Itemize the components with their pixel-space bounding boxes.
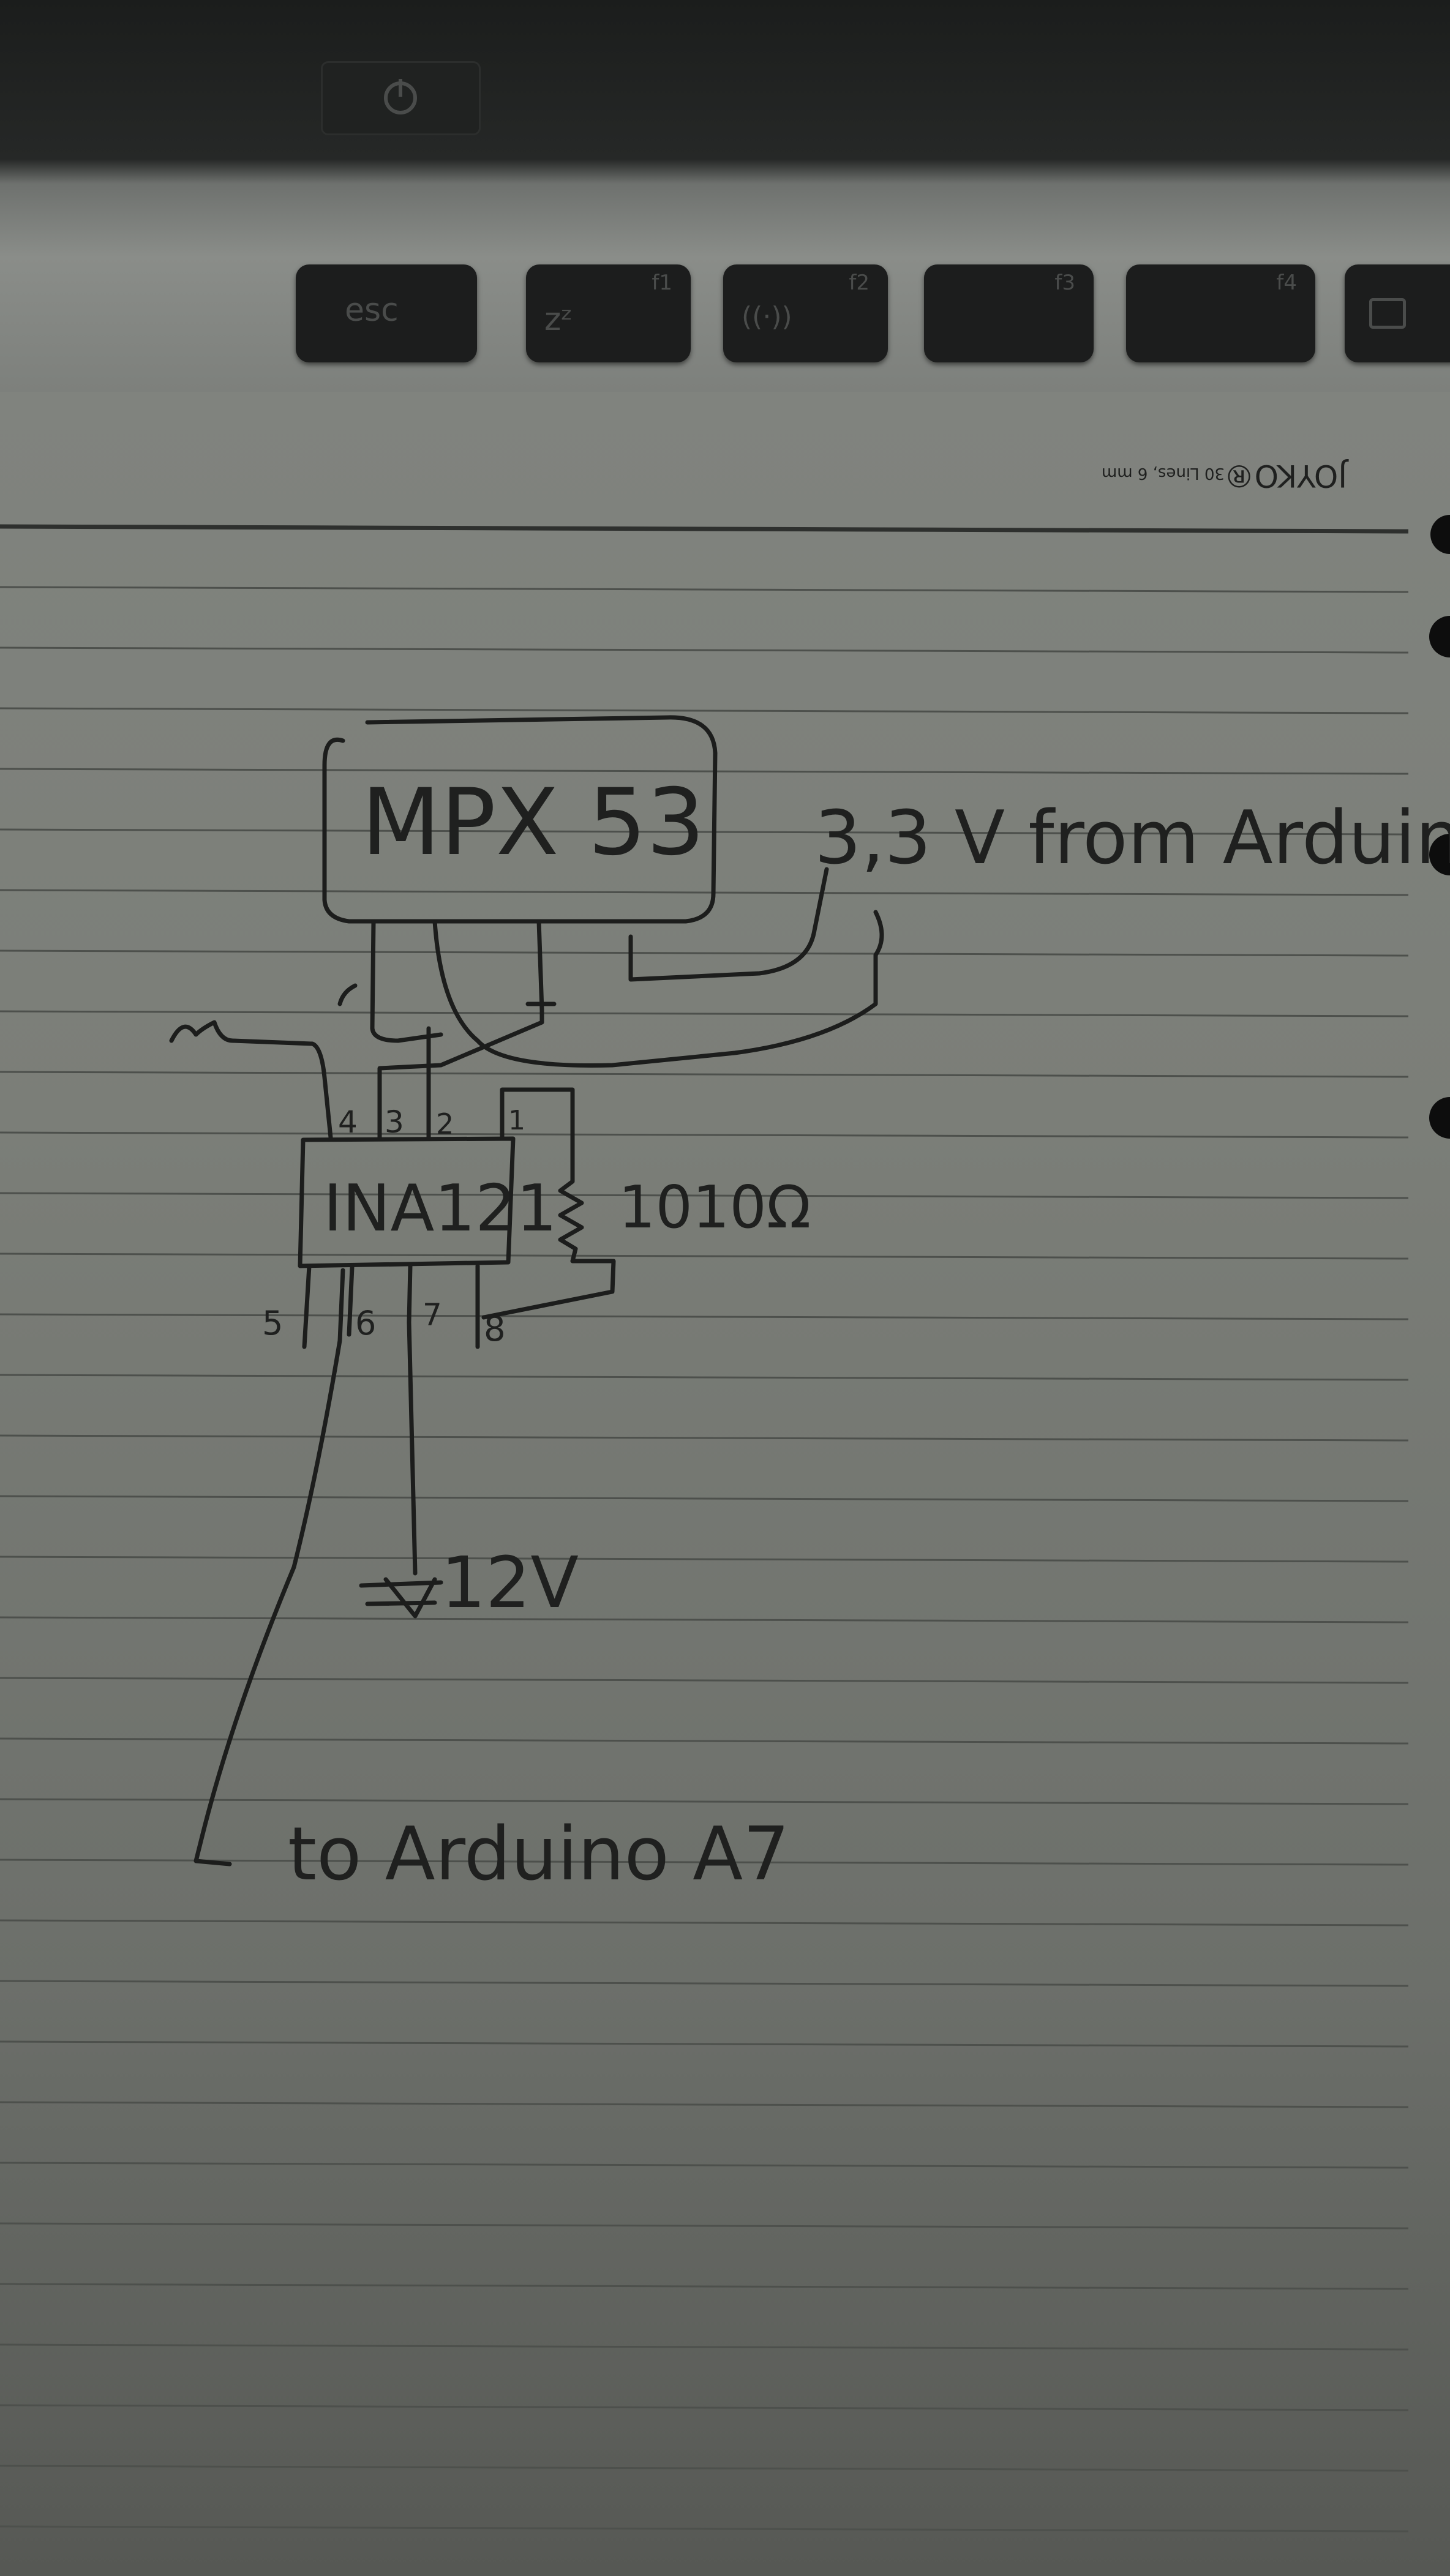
- ruled-line: [0, 2101, 1409, 2108]
- wire: [432, 910, 884, 1068]
- pin-label: 3: [385, 1104, 404, 1140]
- key-label: f4: [1276, 271, 1297, 295]
- output-label: to Arduino A7: [288, 1812, 790, 1897]
- power-button: [321, 61, 481, 135]
- amp-label: INA121: [323, 1171, 557, 1246]
- ruled-line: [0, 1071, 1409, 1078]
- ruled-line: [0, 1313, 1409, 1320]
- ruled-line: [0, 2465, 1409, 2472]
- pin5-lead: [302, 1264, 312, 1349]
- pin-label: 2: [436, 1107, 454, 1140]
- pin-label: 6: [355, 1304, 376, 1342]
- key-label: f3: [1054, 271, 1075, 295]
- pin-label: 4: [338, 1104, 358, 1140]
- ruled-line: [0, 1919, 1409, 1926]
- ruled-line: [0, 2222, 1409, 2230]
- ruled-line: [0, 524, 1409, 534]
- resistor: [558, 1164, 615, 1264]
- top-pin-labels: 4 3 2 1: [338, 1104, 525, 1140]
- pin-label: 7: [423, 1297, 442, 1333]
- supply-symbol: [359, 1577, 443, 1619]
- ruled-line: [0, 2343, 1409, 2351]
- wire-12v: [407, 1264, 418, 1576]
- key-f3: f3: [924, 264, 1094, 362]
- notebook-brand: JOYKO® 30 Lines, 6 mm: [1102, 458, 1349, 493]
- laptop-keyboard: esc f1 zᶻ f2 ((·)) f3 f4: [0, 0, 1450, 404]
- ruled-line: [0, 1010, 1409, 1017]
- ruled-line: [0, 1495, 1409, 1502]
- ruled-line: [0, 2040, 1409, 2048]
- key-esc: esc: [296, 264, 477, 362]
- ruled-line: [0, 828, 1409, 836]
- plus-lead: [525, 919, 557, 1013]
- ruled-line: [0, 586, 1409, 593]
- spec-text: 30 Lines, 6 mm: [1102, 464, 1225, 482]
- pin-label: 1: [508, 1105, 525, 1136]
- ruled-line: [0, 889, 1409, 896]
- key-f1: f1 zᶻ: [526, 264, 691, 362]
- wire-pin8: [475, 1259, 616, 1349]
- bottom-pin-labels: 5 6 7 8: [262, 1297, 506, 1349]
- ruled-line: [0, 1980, 1409, 1987]
- ruled-line: [0, 1556, 1409, 1563]
- wire-3v3: [628, 867, 829, 982]
- power-icon: [384, 79, 417, 114]
- wire-pin1: [500, 1087, 575, 1169]
- ruled-line: [0, 1859, 1409, 1866]
- supply2-label: 12V: [441, 1542, 579, 1624]
- ruled-line: [0, 1677, 1409, 1684]
- ruled-line: [0, 1252, 1409, 1260]
- sensor-label: MPX 53: [361, 769, 705, 876]
- ruled-line: [0, 2162, 1409, 2169]
- wire: [370, 919, 443, 1043]
- minus-mark: [337, 983, 358, 1006]
- ruled-line: [0, 1131, 1409, 1139]
- ruled-line: [0, 1798, 1409, 1805]
- key-label: esc: [345, 292, 399, 329]
- ruled-lines: [0, 524, 1409, 2533]
- wire-pin4: [169, 1020, 333, 1140]
- wire-output: [193, 1265, 355, 1866]
- key-label: f1: [652, 271, 672, 295]
- ruled-line: [0, 768, 1409, 775]
- key-f4: f4: [1126, 264, 1315, 362]
- resistor-label: 1010Ω: [618, 1174, 811, 1241]
- key-window: [1345, 264, 1450, 362]
- notebook-page: [0, 392, 1450, 2576]
- ruled-line: [0, 1737, 1409, 1745]
- ruled-line: [0, 949, 1409, 957]
- ruled-line: [0, 707, 1409, 714]
- supply-label: 3,3 V from Arduino: [814, 796, 1450, 881]
- ruled-line: [0, 2283, 1409, 2290]
- ruled-line: [0, 646, 1409, 654]
- ruled-line: [0, 1434, 1409, 1442]
- binding-holes: [1429, 515, 1450, 1139]
- pin-label: 5: [262, 1304, 283, 1342]
- brand-text: JOYKO®: [1224, 458, 1349, 493]
- amp-box: [298, 1136, 516, 1268]
- wire-pin3: [377, 1008, 544, 1140]
- sleep-z-icon: zᶻ: [544, 301, 573, 338]
- sensor-box: [322, 715, 718, 924]
- wireless-icon: ((·)): [742, 301, 792, 332]
- window-icon: [1369, 298, 1406, 329]
- ruled-line: [0, 1374, 1409, 1381]
- key-label: f2: [849, 271, 870, 295]
- key-f2: f2 ((·)): [723, 264, 888, 362]
- ruled-line: [0, 2404, 1409, 2411]
- ruled-line: [0, 1616, 1409, 1623]
- ruled-line: [0, 2525, 1409, 2533]
- ruled-line: [0, 1192, 1409, 1199]
